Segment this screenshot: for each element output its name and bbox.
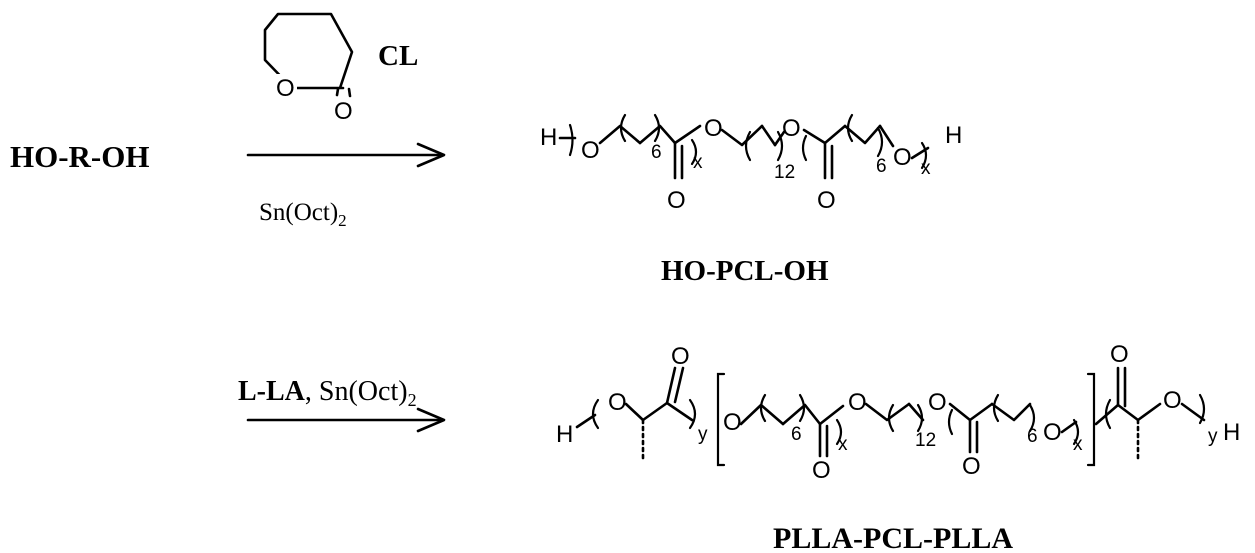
- oxygen-atom: O: [723, 409, 742, 436]
- oxygen-atom: O: [782, 115, 801, 142]
- ring-oxygen: O: [276, 75, 295, 102]
- oxygen-atom: O: [667, 187, 686, 214]
- oxygen-atom: O: [704, 115, 723, 142]
- sub-x: x: [838, 434, 848, 455]
- oxygen-atom: O: [812, 457, 831, 484]
- sub-x: x: [921, 158, 931, 179]
- oxygen-atom: O: [817, 187, 836, 214]
- sub-12: 12: [774, 162, 795, 183]
- oxygen-atom: O: [928, 389, 947, 416]
- h-right-atom: H: [945, 122, 962, 149]
- hopcloh-structure: H O 6 O x O 12 O O 6 O x H: [540, 113, 962, 214]
- sub-6: 6: [876, 156, 887, 177]
- arrow-step1: [246, 142, 446, 168]
- sub-6: 6: [651, 142, 662, 163]
- oxygen-atom: O: [581, 137, 600, 164]
- sub-6: 6: [791, 424, 802, 445]
- oxygen-atom: O: [848, 389, 867, 416]
- arrow-step2: [246, 407, 446, 433]
- oxygen-atom: O: [1043, 419, 1062, 446]
- catalyst-step1: Sn(Oct)2: [259, 199, 347, 230]
- sub-6: 6: [1027, 426, 1038, 447]
- carbonyl-oxygen: O: [334, 98, 353, 125]
- oxygen-atom: O: [962, 453, 981, 480]
- h-left-atom: H: [540, 124, 557, 151]
- oxygen-atom: O: [1110, 341, 1129, 368]
- product2-name: PLLA-PCL-PLLA: [773, 522, 1013, 553]
- product1-name: HO-PCL-OH: [661, 255, 829, 287]
- oxygen-atom: O: [893, 144, 912, 171]
- h-left-atom: H: [556, 421, 573, 448]
- sub-12: 12: [915, 430, 936, 451]
- oxygen-atom: O: [608, 389, 627, 416]
- cl-label: CL: [378, 40, 418, 72]
- sub-y: y: [1208, 426, 1218, 447]
- reagent-step2: L-LA, Sn(Oct)2: [238, 376, 417, 410]
- oxygen-atom: O: [1163, 387, 1182, 414]
- caprolactone-structure: O O: [263, 12, 354, 125]
- oxygen-atom: O: [671, 343, 690, 370]
- reactant-label: HO-R-OH: [10, 139, 150, 174]
- sub-y: y: [698, 424, 708, 445]
- h-right-atom: H: [1223, 419, 1240, 446]
- sub-x: x: [1073, 434, 1083, 455]
- sub-x: x: [693, 152, 703, 173]
- pllapclplla-structure: H O O y O 6 O x O 12 O O: [556, 341, 1240, 484]
